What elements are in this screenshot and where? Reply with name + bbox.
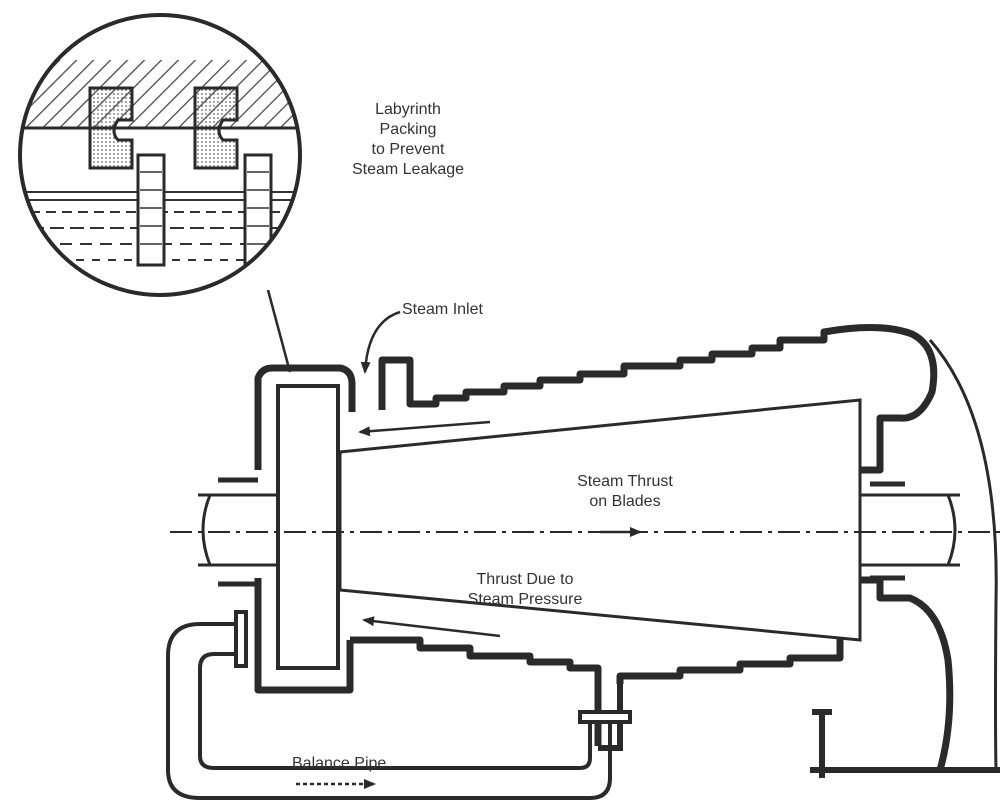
label-line: to Prevent [371,141,445,158]
upper-flow-arrow [358,420,491,437]
label-balance-pipe: Balance Pipe [292,755,387,772]
lower-flow-arrow [362,616,501,638]
packing-tooth-2 [193,86,239,170]
label-line: Thrust Due to [476,571,574,588]
label-line: Packing [379,121,437,138]
label-line: Steam Pressure [467,591,583,608]
steam-inlet-arrow [360,310,401,374]
blade-fin-1 [136,153,166,267]
label-line: Labyrinth [375,101,441,118]
packing-tooth-1 [88,86,134,170]
balance-pipe [166,610,632,800]
shaft-left [198,493,278,567]
balance-piston [276,384,340,670]
turbine-support [598,684,1000,778]
turbine-casing [254,324,954,771]
label-line: Steam Thrust [577,473,673,490]
label-steam-inlet: Steam Inlet [402,301,483,318]
blade-fin-2 [243,153,273,267]
exhaust-outline [928,339,998,771]
label-labyrinth-packing: Labyrinth Packing to Prevent Steam Leaka… [338,100,478,180]
label-line: on Blades [589,493,661,510]
labyrinth-detail-circle [18,13,302,373]
shaft-right [860,493,960,567]
label-line: Steam Leakage [351,161,465,178]
gland-left [218,477,258,587]
label-thrust-due-to-pressure: Thrust Due to Steam Pressure [440,570,610,610]
gland-right [870,481,905,581]
label-steam-thrust: Steam Thrust on Blades [540,472,710,512]
